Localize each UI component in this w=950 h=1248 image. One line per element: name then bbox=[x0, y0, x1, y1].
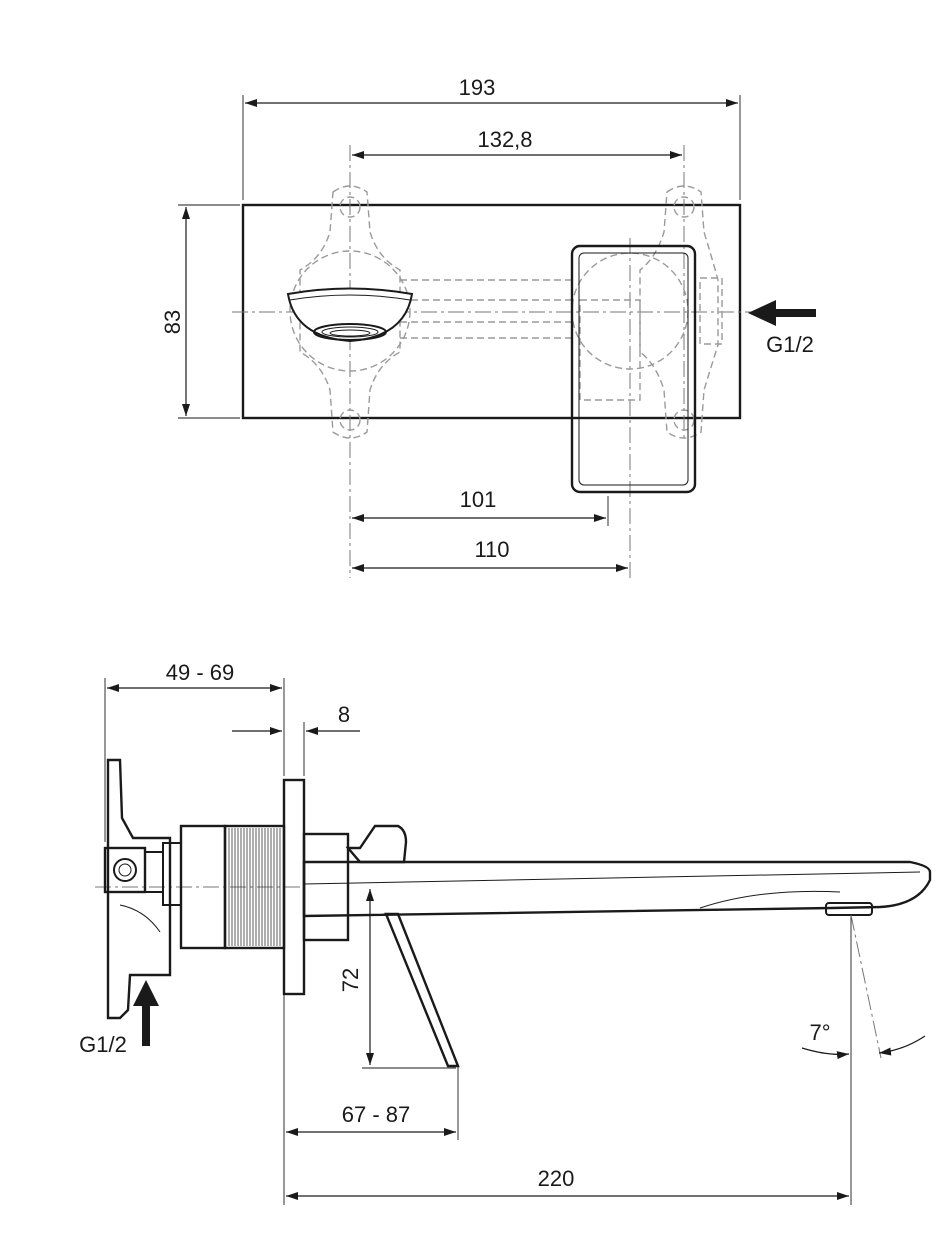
dim-lever-reach-label: 67 - 87 bbox=[342, 1102, 411, 1127]
dim-lever-reach: 67 - 87 bbox=[283, 994, 459, 1205]
dim-hole-spacing-label: 132,8 bbox=[477, 127, 532, 152]
hidden-body-left bbox=[289, 185, 411, 439]
dim-spout-projection-label: 220 bbox=[538, 1166, 575, 1191]
dim-spout-to-handle-label: 101 bbox=[460, 487, 497, 512]
spout-outlet bbox=[286, 287, 414, 343]
dim-spout-angle-label: 7° bbox=[809, 1020, 830, 1045]
concealed-body bbox=[103, 758, 182, 1020]
dim-overall-width-label: 193 bbox=[459, 75, 496, 100]
dim-spout-projection: 220 bbox=[286, 1166, 849, 1200]
dim-lever-height: 72 bbox=[338, 889, 456, 1069]
dim-plate-thickness-label: 8 bbox=[338, 702, 350, 727]
front-inlet-label: G1/2 bbox=[766, 332, 814, 357]
side-inlet-arrow: G1/2 bbox=[79, 980, 159, 1057]
dim-height: 83 bbox=[160, 204, 240, 419]
dim-wall-depth-label: 49 - 69 bbox=[166, 660, 235, 685]
hidden-channel bbox=[400, 279, 641, 401]
thread-lines bbox=[228, 828, 281, 946]
dim-spout-to-handle-axis-label: 110 bbox=[474, 537, 509, 562]
dim-plate-thickness: 8 bbox=[232, 702, 360, 776]
side-view: 49 - 69 8 72 67 - 87 220 bbox=[79, 660, 932, 1205]
side-inlet-label: G1/2 bbox=[79, 1032, 127, 1057]
dim-spout-to-handle: 101 bbox=[352, 487, 609, 526]
spout-side bbox=[302, 860, 932, 918]
threaded-cylinder bbox=[179, 824, 286, 950]
dim-wall-depth: 49 - 69 bbox=[104, 660, 285, 842]
angled-outlet-line bbox=[850, 914, 882, 1059]
front-view: 193 132,8 83 101 110 G1/2 bbox=[160, 75, 816, 578]
dim-hole-spacing: 132,8 bbox=[352, 127, 682, 159]
front-inlet-arrow: G1/2 bbox=[748, 300, 816, 357]
dim-spout-angle: 7° bbox=[801, 1020, 926, 1060]
lever-handle-front bbox=[570, 244, 697, 494]
dim-overall-width: 193 bbox=[242, 75, 741, 200]
dim-lever-height-label: 72 bbox=[338, 968, 363, 992]
dim-height-label: 83 bbox=[160, 310, 185, 334]
lever-side bbox=[384, 912, 460, 1068]
dim-spout-to-handle-axis: 110 bbox=[352, 537, 628, 572]
